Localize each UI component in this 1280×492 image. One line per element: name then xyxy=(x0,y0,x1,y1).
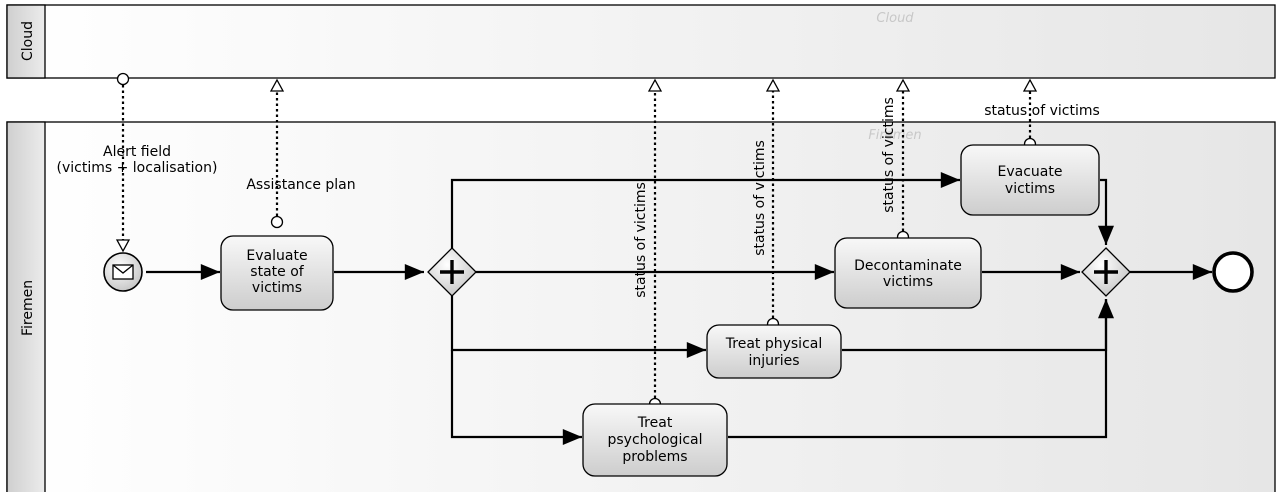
parallel-gateway-icon xyxy=(440,260,464,284)
task-evacuate-line1: Evacuate xyxy=(998,164,1063,180)
label-alert-line1: Alert field xyxy=(103,144,171,160)
label-status-decon: status of victims xyxy=(881,97,897,213)
end-event[interactable] xyxy=(1212,251,1254,293)
task-evacuate-line2: victims xyxy=(1005,181,1055,197)
pool-firemen-label: Firemen xyxy=(20,280,36,336)
task-treat-physical-line1: Treat physical xyxy=(725,336,822,352)
envelope-icon xyxy=(112,264,134,280)
label-status-evac: status of victims xyxy=(984,103,1100,119)
label-alert-line2: (victims + localisation) xyxy=(57,160,218,176)
label-status-psych: status of victims xyxy=(633,182,649,298)
task-evacuate[interactable]: Evacuate victims xyxy=(960,144,1100,216)
task-decontaminate[interactable]: Decontaminate victims xyxy=(834,237,982,309)
gateway-join[interactable] xyxy=(1081,247,1131,297)
label-status-physical: status of victims xyxy=(752,140,768,256)
flow-psych-to-join xyxy=(728,299,1114,439)
message-source-alert xyxy=(116,72,130,86)
task-treat-psych-line1: Treat xyxy=(637,415,673,431)
pool-cloud-watermark: Cloud xyxy=(876,11,914,26)
pool-firemen-watermark: Firemen xyxy=(868,128,921,143)
task-treat-physical[interactable]: Treat physical injuries xyxy=(706,324,842,379)
pool-cloud-label: Cloud xyxy=(20,21,36,61)
task-treat-psych-line2: psychological xyxy=(608,432,703,448)
flow-split-to-evacuate xyxy=(450,172,960,248)
parallel-gateway-icon xyxy=(1094,260,1118,284)
task-evaluate[interactable]: Evaluate state of victims xyxy=(220,235,334,311)
end-event-icon xyxy=(1212,251,1254,293)
task-treat-psych[interactable]: Treat psychological problems xyxy=(582,403,728,477)
flow-split-to-psych xyxy=(450,350,582,445)
flow-evacuate-to-join xyxy=(1098,178,1114,245)
task-evaluate-line1: Evaluate xyxy=(246,248,307,264)
task-evaluate-line3: victims xyxy=(252,280,302,296)
task-decontaminate-line2: victims xyxy=(883,274,933,290)
pool-cloud: Cloud Cloud xyxy=(6,4,1276,79)
message-labels: Alert field (victims + localisation) Ass… xyxy=(57,97,1100,298)
label-assistance-plan: Assistance plan xyxy=(246,177,355,193)
task-treat-physical-line2: injuries xyxy=(748,353,799,369)
message-target-alert xyxy=(115,239,131,253)
task-treat-psych-line3: problems xyxy=(622,449,687,465)
task-decontaminate-line1: Decontaminate xyxy=(854,258,962,274)
task-evaluate-line2: state of xyxy=(250,264,304,280)
sequence-flows xyxy=(146,172,1213,445)
start-event[interactable] xyxy=(103,252,143,292)
gateway-split[interactable] xyxy=(427,247,477,297)
